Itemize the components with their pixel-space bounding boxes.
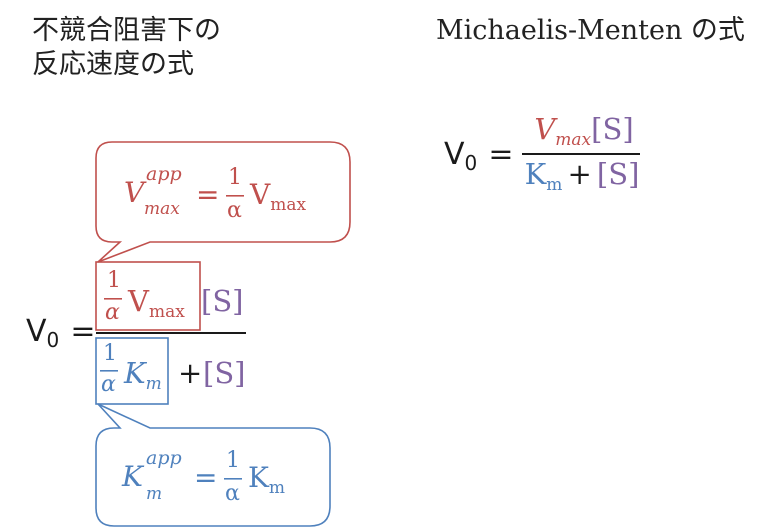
heading-left-line1: 不競合阻害下の	[32, 15, 221, 46]
callout-top-v: V	[124, 176, 145, 209]
callout-bottom-frac-den: α	[225, 481, 240, 506]
callout-bottom-outline	[95, 403, 331, 527]
callout-top-frac-num: 1	[228, 165, 242, 190]
km-highlight-box	[95, 337, 169, 405]
callout-top-lhs: V	[124, 176, 144, 209]
mm-lhs: V0 =	[444, 137, 514, 175]
callout-bottom-sup: app	[146, 447, 182, 469]
callout-bottom-km: Km	[248, 461, 285, 498]
mm-num-s: [S]	[591, 112, 634, 146]
main-equals: =	[70, 314, 96, 349]
main-lhs-v: V	[26, 314, 47, 349]
vmax-highlight-box	[95, 261, 201, 331]
callout-bottom-km-k: K	[248, 461, 269, 494]
callout-top-outline	[95, 141, 351, 263]
num-vmax-v: V	[128, 284, 149, 318]
den-km-k: K	[124, 356, 146, 390]
mm-num-v: V	[534, 112, 556, 146]
callout-bottom-fraction-bar	[224, 478, 242, 480]
mm-numerator: Vmax[S]	[528, 112, 640, 150]
den-small-fraction-bar	[100, 370, 118, 372]
mm-lhs-v: V	[444, 137, 465, 172]
callout-bottom-k: K	[122, 460, 143, 493]
den-frac-den: α	[101, 372, 116, 397]
callout-bottom-equals: =	[194, 461, 218, 494]
heading-left: 不競合阻害下の 反応速度の式	[32, 14, 221, 82]
den-plus: +	[178, 356, 203, 390]
mm-denominator: Km + [S]	[520, 157, 644, 195]
callout-top-sub: max	[144, 199, 180, 219]
heading-left-line2: 反応速度の式	[32, 49, 194, 80]
callout-top-vmax-sub: max	[270, 195, 307, 215]
main-lhs: V0 =	[26, 314, 96, 352]
den-km: Km	[124, 356, 162, 394]
callout-top-vmax: Vmax	[250, 178, 306, 215]
den-frac-num: 1	[103, 341, 117, 366]
main-fraction-bar	[96, 332, 246, 334]
mm-lhs-sub: 0	[464, 151, 478, 175]
callout-top-frac-den: α	[227, 198, 242, 223]
callout-top-fraction-bar	[226, 195, 244, 197]
mm-fraction-bar	[522, 153, 640, 155]
mm-den-k: K	[524, 157, 547, 191]
callout-top-sup: app	[146, 163, 182, 185]
mm-den-s: [S]	[596, 157, 640, 191]
num-frac-num: 1	[107, 268, 121, 293]
mm-den-sub: m	[546, 175, 563, 195]
den-substrate: [S]	[203, 356, 246, 390]
callout-bottom-frac-num: 1	[226, 448, 240, 473]
heading-right: Michaelis-Menten の式	[436, 15, 745, 46]
num-vmax: Vmax	[128, 284, 185, 322]
mm-den-plus: +	[567, 157, 592, 191]
num-frac-den: α	[105, 300, 120, 325]
callout-bottom-sub: m	[146, 484, 163, 504]
callout-bottom-km-sub: m	[268, 478, 286, 498]
mm-num-sub: max	[555, 130, 592, 150]
callout-top-vmax-v: V	[250, 178, 271, 211]
den-km-sub: m	[145, 374, 162, 394]
num-small-fraction-bar	[104, 298, 122, 300]
num-substrate: [S]	[201, 284, 244, 318]
main-lhs-sub: 0	[46, 328, 60, 352]
callout-top-equals: =	[196, 178, 220, 211]
mm-equals: =	[488, 137, 514, 172]
num-vmax-sub: max	[148, 302, 185, 322]
